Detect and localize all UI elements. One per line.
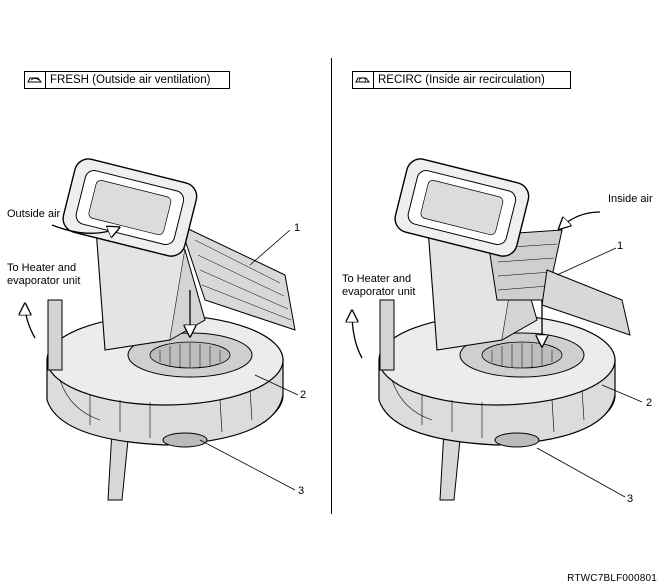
heater-label-line1: To Heater and bbox=[342, 273, 411, 285]
fresh-mode-label: FRESH (Outside air ventilation) bbox=[50, 74, 210, 86]
callout-1: 1 bbox=[294, 222, 300, 234]
recirc-mode-label-box: RECIRC (Inside air recirculation) bbox=[352, 71, 571, 89]
recirc-mode-label: RECIRC (Inside air recirculation) bbox=[378, 74, 545, 86]
fresh-mode-label-box: FRESH (Outside air ventilation) bbox=[24, 71, 230, 89]
callout-2: 2 bbox=[646, 397, 652, 409]
heater-label-line2: evaporator unit bbox=[342, 286, 415, 298]
callout-3: 3 bbox=[627, 493, 633, 505]
callout-2: 2 bbox=[300, 389, 306, 401]
heater-label-line1: To Heater and bbox=[7, 262, 76, 274]
callout-1: 1 bbox=[617, 240, 623, 252]
figure-code: RTWC7BLF000801 bbox=[567, 573, 657, 584]
heater-label-line2: evaporator unit bbox=[7, 275, 80, 287]
inside-air-label: Inside air bbox=[608, 193, 653, 205]
outside-air-label: Outside air bbox=[7, 208, 60, 220]
car-recirc-air-icon bbox=[353, 72, 374, 88]
fresh-mode-panel: FRESH (Outside air ventilation) Outside … bbox=[0, 0, 331, 588]
callout-3: 3 bbox=[298, 485, 304, 497]
recirc-mode-panel: RECIRC (Inside air recirculation) Inside… bbox=[332, 0, 663, 588]
car-fresh-air-icon bbox=[25, 72, 46, 88]
